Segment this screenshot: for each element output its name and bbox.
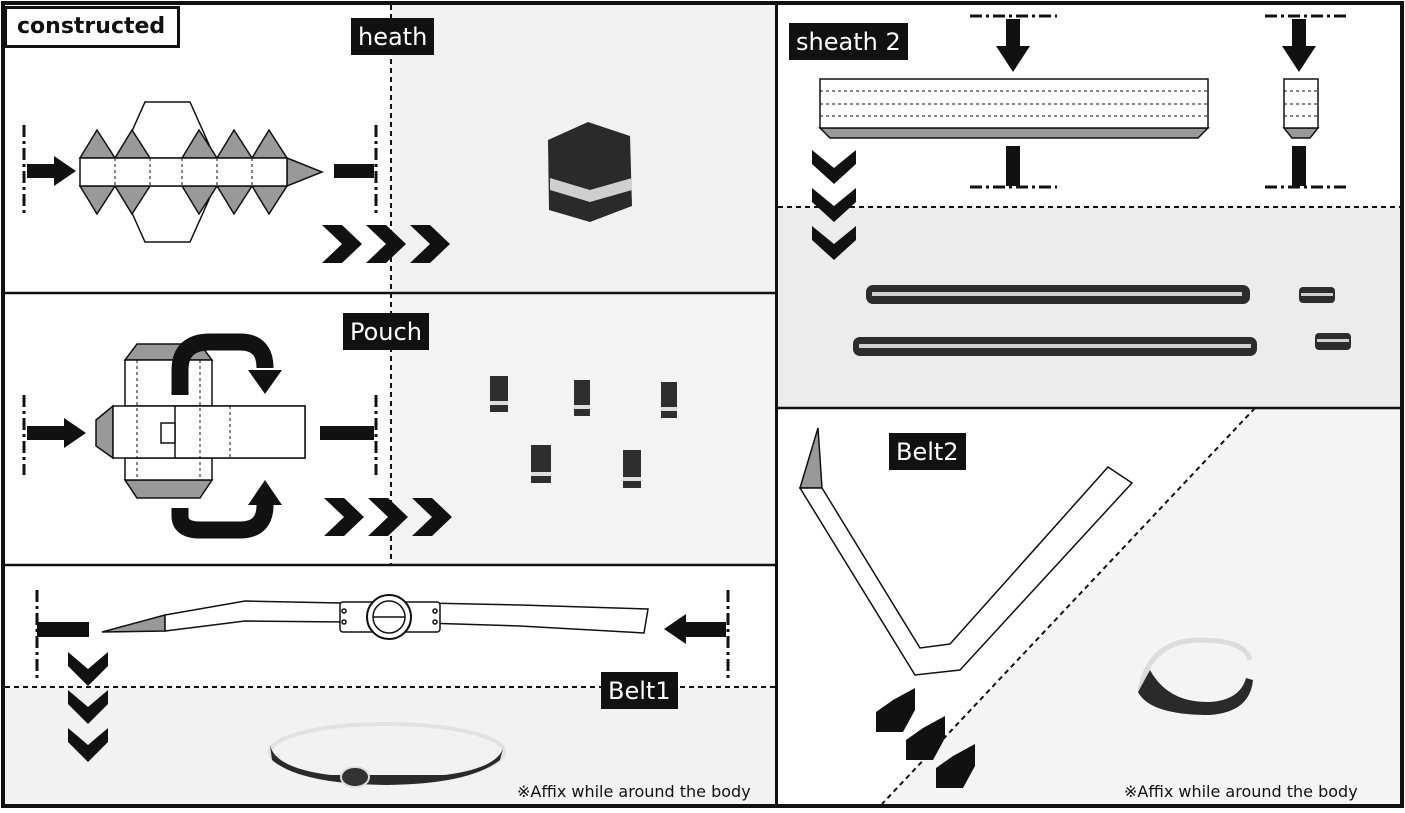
belt2-note: ※Affix while around the body: [1124, 782, 1358, 801]
pouch-label: Pouch: [343, 313, 429, 350]
curved-arrow-icon: [248, 370, 282, 394]
stop-bar: [334, 164, 374, 178]
curved-arrow-icon: [171, 504, 274, 539]
stop-bar: [1292, 146, 1306, 186]
stop-bar: [37, 622, 89, 637]
sheath2-template: [818, 14, 1350, 189]
curved-arrow-icon: [248, 480, 282, 505]
curved-arrow-icon: [171, 333, 274, 395]
belt2-photo-bg: [882, 409, 1400, 804]
right-arrow-icon: [27, 418, 86, 448]
belt2-label: Belt2: [889, 433, 966, 470]
sheath-label: heath: [351, 18, 435, 55]
belt1-template: [35, 590, 730, 680]
left-arrow-icon: [664, 614, 726, 644]
sheath-template: [22, 101, 378, 243]
belt1-label: Belt1: [601, 672, 678, 709]
stop-bar: [1006, 146, 1020, 186]
constructed-title: constructed: [4, 6, 180, 48]
pouch-photo-bg: [392, 294, 775, 564]
belt2-template: [798, 427, 1134, 676]
chevron-down-icon: [812, 150, 856, 260]
chevron-right-icon: [322, 225, 450, 263]
chevron-down-icon: [876, 688, 975, 788]
chevron-down-icon: [68, 652, 108, 762]
belt1-photo-band: [268, 722, 506, 788]
sheath2-photo-bg: [778, 207, 1400, 407]
down-arrow-icon: [996, 19, 1316, 72]
chevron-right-icon: [324, 498, 452, 536]
stop-bar: [320, 426, 374, 440]
right-arrow-icon: [27, 156, 76, 186]
pouch-photo-pieces: [490, 376, 677, 488]
belt1-note: ※Affix while around the body: [517, 782, 751, 801]
pouch-template: [22, 343, 378, 499]
sheath2-photo-strips: [853, 285, 1351, 356]
belt2-photo-band: [1137, 637, 1253, 715]
sheath-photo-hexagon: [548, 122, 632, 222]
sheath2-label: sheath 2: [789, 23, 908, 60]
